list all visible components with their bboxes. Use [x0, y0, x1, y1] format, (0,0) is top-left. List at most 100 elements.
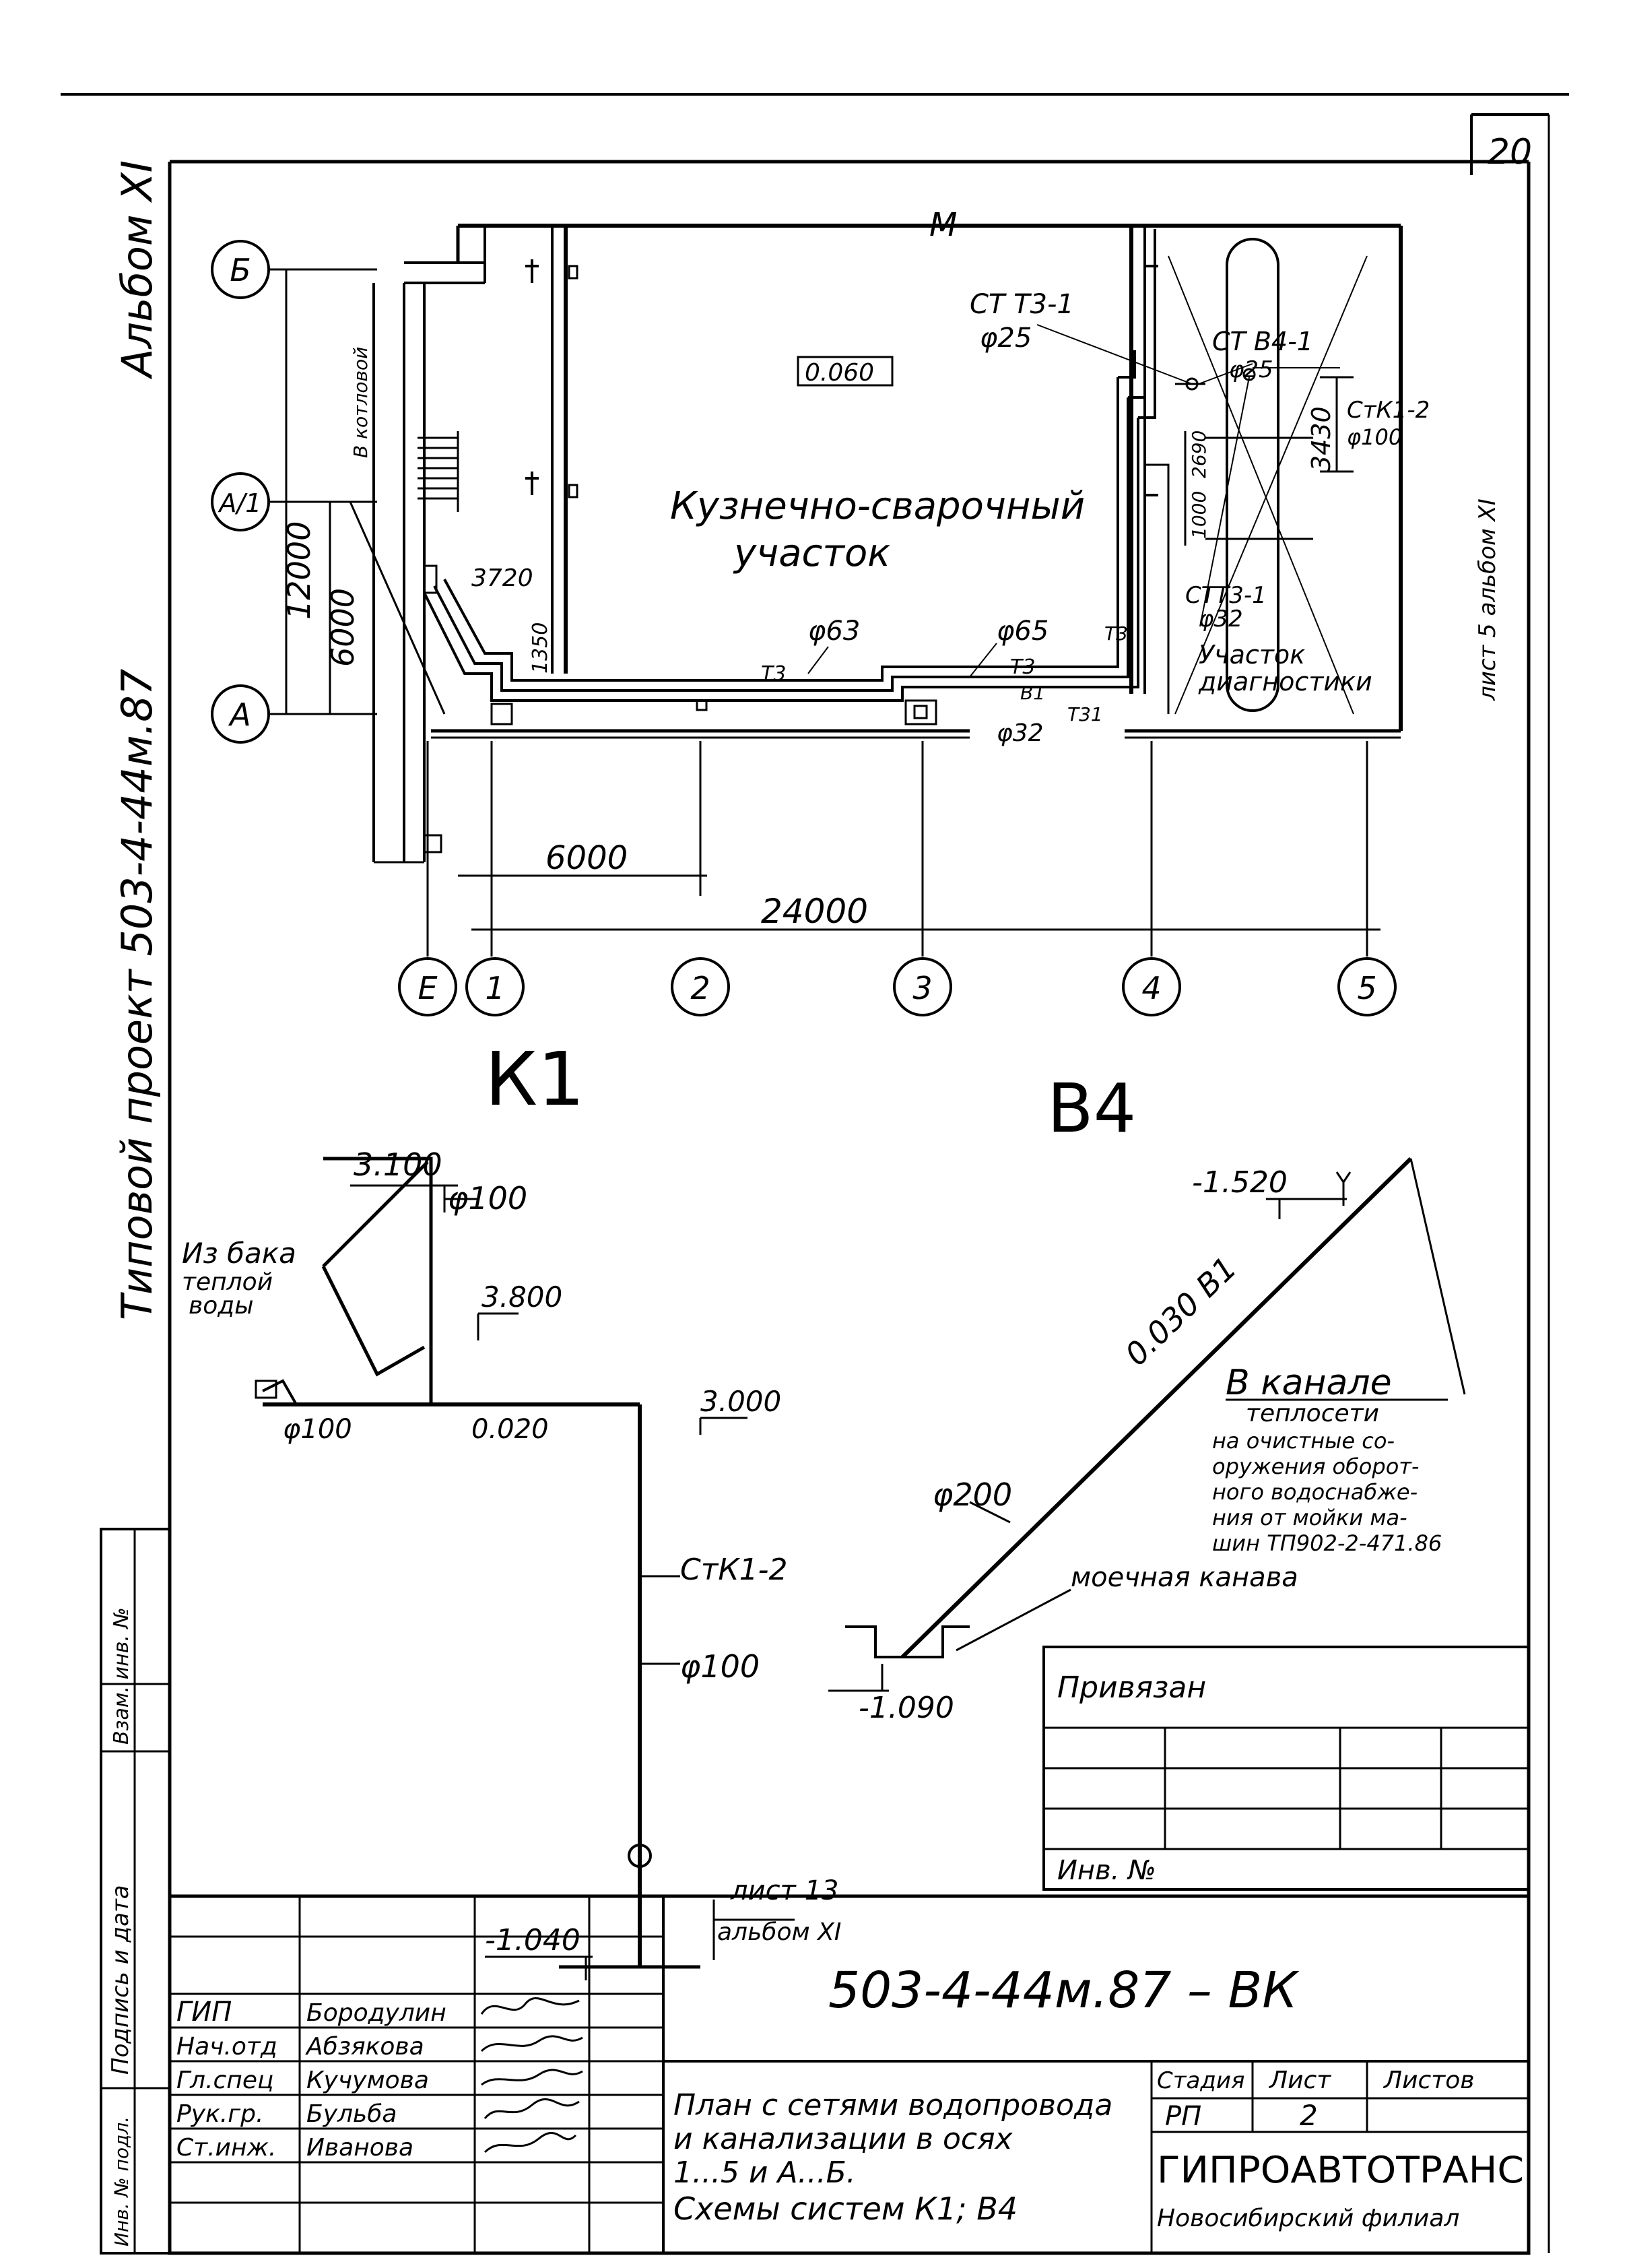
- sheet-5-reference: лист 5 альбом XI: [1474, 498, 1501, 701]
- k1-ref-sheet: лист 13: [730, 1875, 838, 1906]
- b4-level-minus-1520: -1.520: [1192, 1165, 1288, 1200]
- axis-e-bubble: [398, 957, 457, 1016]
- k1-diameter-100-top: φ100: [448, 1180, 527, 1217]
- drawing-code: 503-4-44м.87 – ВК: [828, 1962, 1300, 2019]
- b4-level-minus-1090: -1.090: [859, 1691, 954, 1725]
- k1-level-3100: 3.100: [354, 1146, 442, 1183]
- name-group-head: Бульба: [306, 2100, 397, 2128]
- name-senior-eng: Иванова: [306, 2134, 413, 2162]
- signatures: [480, 1997, 583, 2153]
- organization: ГИПРОАВТОТРАНС: [1157, 2149, 1524, 2191]
- dim-1000: 1000: [1188, 491, 1210, 539]
- axis-2-label: 2: [690, 970, 710, 1006]
- name-chief-spec: Кучумова: [306, 2067, 429, 2094]
- riser-stk1-2: СтК1-2: [1347, 397, 1430, 424]
- axis-1-bubble: [465, 957, 525, 1016]
- k1-slope: 0.020: [471, 1414, 549, 1445]
- k1-from-tank-1: Из бака: [182, 1237, 296, 1270]
- riser-stt3-1-diameter: φ25: [980, 323, 1032, 354]
- axis-2-bubble: [671, 957, 730, 1016]
- pipe-t3-b: Т3: [1010, 655, 1035, 679]
- k1-labels: К1 3.100 3.800 3.000 -1.040 φ100 φ100 φ1…: [182, 1036, 841, 1957]
- axis-e-label: Е: [418, 970, 437, 1006]
- role-head-dept: Нач.отд: [176, 2033, 277, 2061]
- room-diag-line1: Участок: [1199, 640, 1305, 670]
- b4-canal-line-1: теплосети: [1246, 1400, 1379, 1427]
- k1-from-tank-3: воды: [189, 1292, 254, 1320]
- strip-replacement-label: Взам. инв. №: [110, 1607, 133, 1745]
- k1-ref-album: альбом XI: [717, 1918, 841, 1946]
- dim-3430: 3430: [1306, 406, 1336, 472]
- pipe-d32: φ32: [997, 719, 1044, 747]
- pipe-d65: φ65: [997, 616, 1048, 647]
- pipe-t3-a: Т3: [761, 662, 786, 686]
- pipe-t3-c: Т3: [1104, 622, 1128, 645]
- axis-5-label: 5: [1357, 970, 1376, 1006]
- strip-signature-label: Подпись и дата: [107, 1885, 134, 2075]
- sheet-number: 20: [1488, 132, 1532, 172]
- riser-stt3-1: СТ Т3-1: [970, 289, 1074, 320]
- b4-canal-line-6: шин ТП902-2-471.86: [1212, 1530, 1442, 1556]
- pipe-b1: В1: [1020, 682, 1045, 704]
- privyazan-table: [1042, 1646, 1530, 1891]
- k1-from-tank-2: теплой: [182, 1268, 273, 1296]
- privyazan-title: Привязан: [1057, 1671, 1206, 1705]
- desc-line-2: и канализации в осях: [673, 2122, 1013, 2156]
- project-label: Типовой проект 503-4-44м.87: [112, 669, 162, 1320]
- role-gip: ГИП: [176, 1997, 232, 2028]
- room-diag-line2: диагностики: [1198, 667, 1372, 696]
- b4-canal-line-3: оружения оборот-: [1212, 1454, 1419, 1479]
- desc-line-4: Схемы систем К1; В4: [673, 2191, 1018, 2227]
- k1-diameter-100-left: φ100: [283, 1414, 352, 1445]
- b4-canal-line-5: ния от мойки ма-: [1212, 1505, 1407, 1530]
- dim-6000-vertical: 6000: [325, 588, 361, 667]
- inventory-number-label: Инв. №: [1057, 1855, 1156, 1886]
- level-mark: 0.060: [805, 359, 874, 387]
- sheet-header: Лист: [1268, 2067, 1331, 2094]
- pipe-t31: Т31: [1067, 703, 1103, 725]
- pipe-d63: φ63: [808, 616, 860, 647]
- stair-note: В котловой: [350, 347, 372, 458]
- name-head-dept: Абзякова: [305, 2033, 424, 2061]
- top-mark: М: [929, 206, 957, 244]
- plan-labels: 12000 6000 6000 24000 3720 1350 3430 269…: [281, 206, 1501, 931]
- axis-a1-label: А/1: [218, 488, 262, 518]
- b4-title: В4: [1047, 1069, 1136, 1148]
- desc-line-3: 1...5 и А...Б.: [673, 2156, 856, 2190]
- dim-12000: 12000: [281, 521, 317, 620]
- axis-number-bubbles: Е 1 2 3 4 5: [398, 957, 1397, 1016]
- riser-stv4-1-diameter: φ25: [1229, 356, 1273, 383]
- level-mark-box: [797, 356, 894, 387]
- riser-stv4-1: СТ В4-1: [1212, 327, 1313, 356]
- axis-4-label: 4: [1141, 970, 1161, 1006]
- floor-plan: [372, 224, 1403, 864]
- sheet-value: 2: [1300, 2099, 1318, 2132]
- k1-level-3800: 3.800: [481, 1281, 562, 1314]
- dim-3720: 3720: [471, 564, 533, 592]
- axis-5-bubble: [1337, 957, 1397, 1016]
- stage-value: РП: [1165, 2101, 1201, 2132]
- room-main-line1: Кузнечно-сварочный: [670, 484, 1085, 528]
- b4-diameter-200: φ200: [933, 1477, 1012, 1513]
- dim-1350: 1350: [529, 622, 552, 674]
- b4-wash-canal: моечная канава: [1071, 1562, 1298, 1593]
- b4-canal-title: В канале: [1226, 1363, 1392, 1403]
- k1-title: К1: [485, 1036, 585, 1122]
- role-group-head: Рук.гр.: [176, 2100, 263, 2128]
- b4-slope: 0.030 В1: [1118, 1250, 1244, 1373]
- k1-diameter-100-mid: φ100: [680, 1648, 760, 1685]
- k1-riser: СтК1-2: [680, 1553, 787, 1587]
- k1-level-minus-1040: -1.040: [485, 1923, 580, 1957]
- album-label: Альбом XI: [112, 160, 162, 380]
- axis-a-label: А: [228, 696, 251, 733]
- b4-canal-line-2: на очистные со-: [1212, 1428, 1395, 1454]
- axis-letter-bubbles: Б А/1 А: [211, 240, 290, 744]
- desc-line-1: План с сетями водопровода: [673, 2088, 1112, 2123]
- b4-canal-line-4: ного водоснабже-: [1212, 1479, 1418, 1505]
- b4-scheme: [828, 1157, 1466, 1692]
- axis-b-label: Б: [230, 252, 251, 288]
- riser-stt31-diameter: φ32: [1199, 606, 1243, 633]
- plan-dimensions: [283, 268, 1380, 957]
- axis-3-bubble: [893, 957, 952, 1016]
